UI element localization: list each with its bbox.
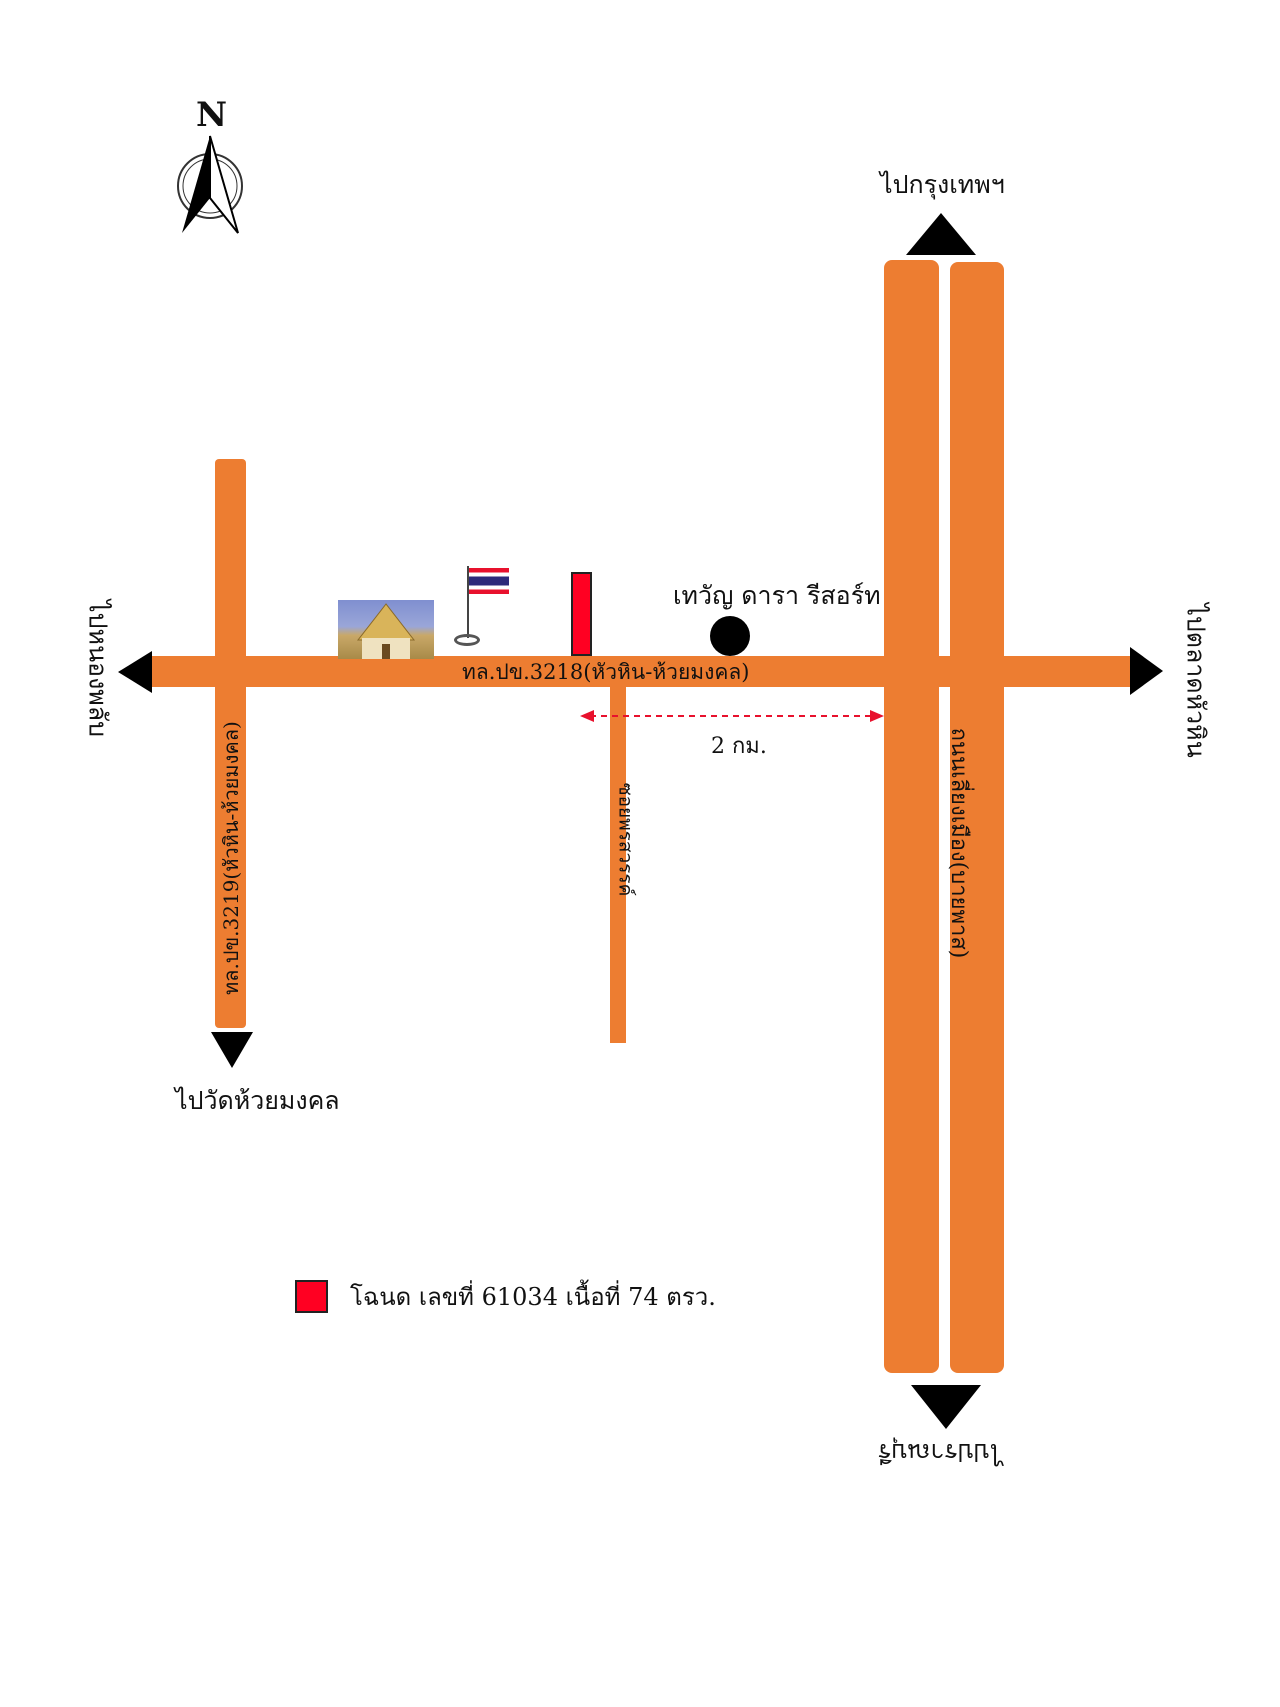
arrow-north-icon <box>906 213 976 255</box>
compass-icon <box>177 135 243 234</box>
north-compass: N <box>172 98 252 238</box>
direction-west-label: ไปหนองพลับ <box>83 600 113 737</box>
temple-image <box>338 600 434 659</box>
bypass-road-left-lane <box>884 260 939 1373</box>
bypass-road-right-lane <box>950 262 1004 1373</box>
direction-southwest-label: ไปวัดห้วยมงคล <box>175 1086 340 1115</box>
left-vertical-road <box>215 459 246 1028</box>
arrow-east-icon <box>1130 647 1163 695</box>
arrow-west-icon <box>118 651 152 693</box>
resort-label: เทวัญ ดารา รีสอร์ท <box>673 581 881 610</box>
land-plot-marker <box>571 572 592 656</box>
compass-label: N <box>196 95 228 135</box>
soi-label: ซอยพรสวรรค์ <box>614 782 637 897</box>
arrow-southwest-icon <box>211 1032 253 1068</box>
direction-south-label: ไปปราณบุรี <box>878 1438 1003 1467</box>
distance-arrow <box>580 710 884 722</box>
resort-marker-icon <box>710 616 750 656</box>
flagpole-icon <box>452 566 512 651</box>
legend-label: โฉนด เลขที่ 61034 เนื้อที่ 74 ตรว. <box>350 1283 716 1311</box>
distance-label: 2 กม. <box>711 734 767 759</box>
main-road-label: ทล.ปข.3218(หัวหิน-ห้วยมงคล) <box>462 660 750 684</box>
bypass-label: ถนนเลี่ยงเมือง(บายพาส) <box>946 727 971 959</box>
left-road-label: ทล.ปข.3219(หัวหิน-ห้วยมงคล) <box>219 721 243 995</box>
soi-road <box>610 687 626 1043</box>
main-horizontal-road <box>151 656 1132 687</box>
direction-north-label: ไปกรุงเทพฯ <box>880 170 1005 199</box>
legend-swatch <box>295 1280 328 1313</box>
temple-icon <box>356 603 416 659</box>
direction-east-label: ไปตลาดหัวหิน <box>1181 603 1211 758</box>
arrow-south-icon <box>911 1385 981 1429</box>
